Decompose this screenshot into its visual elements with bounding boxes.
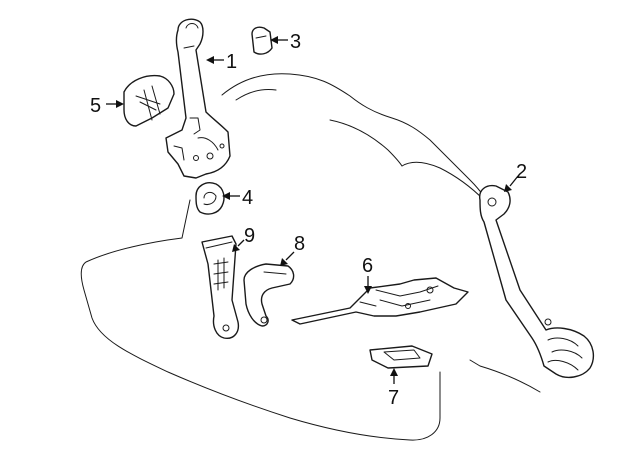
part-9-center-buckle xyxy=(201,235,240,339)
callout-6: 6 xyxy=(362,255,373,277)
callout-1: 1 xyxy=(226,51,237,73)
callout-8: 8 xyxy=(294,233,305,255)
part-4-belt-guide xyxy=(195,182,225,215)
callout-labels: 1 2 3 4 5 6 7 8 9 xyxy=(90,31,527,409)
callout-9: 9 xyxy=(244,225,255,247)
part-5-trim-cover xyxy=(123,74,175,127)
part-2-outer-retractor xyxy=(479,184,595,379)
callout-2: 2 xyxy=(516,161,527,183)
callout-5: 5 xyxy=(90,95,101,117)
leader-lines xyxy=(106,36,519,384)
part-7-anchor-bracket xyxy=(369,345,433,369)
callout-7: 7 xyxy=(388,387,399,409)
rear-seat-outline xyxy=(80,73,541,441)
callout-3: 3 xyxy=(290,31,301,53)
part-6-buckle-bracket xyxy=(291,277,469,325)
part-8-buckle-strap xyxy=(243,263,295,327)
callout-4: 4 xyxy=(242,187,253,209)
part-1-retractor xyxy=(165,18,231,179)
part-3-cover-cap xyxy=(251,26,273,55)
